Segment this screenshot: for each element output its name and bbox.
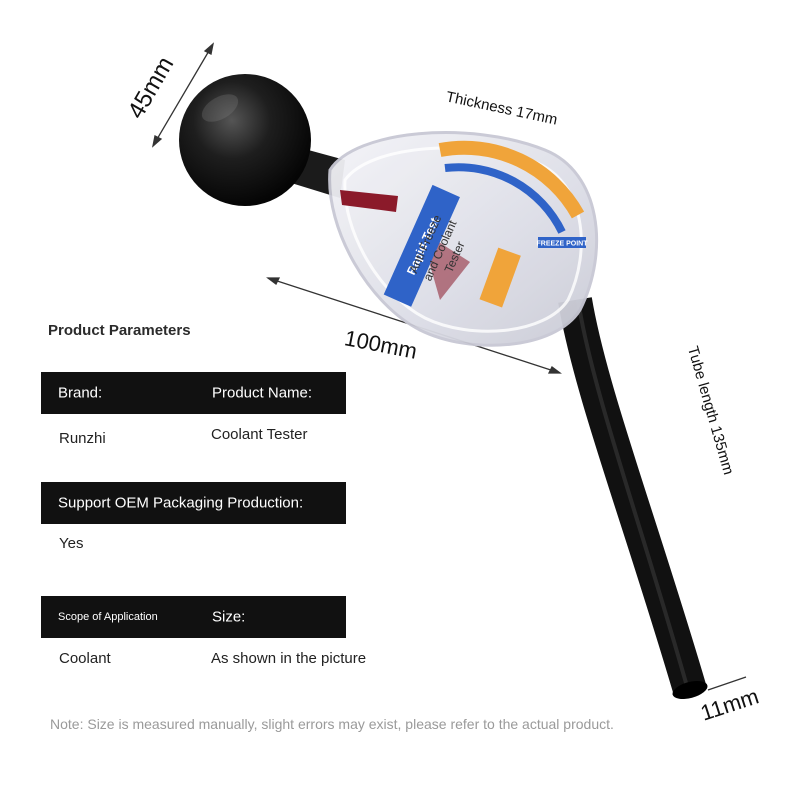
bulb-dimension-arrow [151, 42, 215, 148]
oem-label: Support OEM Packaging Production: [58, 494, 304, 512]
scale-orange-arc [438, 140, 585, 219]
freeze-point-tag [538, 237, 586, 248]
red-float [340, 190, 398, 212]
size-label: Size: [212, 608, 246, 626]
brand-label: Brand: [58, 384, 103, 402]
tube-end [672, 680, 708, 700]
orange-info-panel [479, 247, 521, 308]
params-title: Product Parameters [48, 322, 191, 339]
rubber-bulb [179, 74, 311, 206]
scope-size-header-bar: Scope of Application Size: [41, 596, 346, 638]
oem-header-bar: Support OEM Packaging Production: [41, 482, 346, 524]
blue-label [383, 184, 460, 307]
tube-dimension-arrow [707, 676, 747, 691]
scope-value: Coolant [59, 650, 111, 667]
product-name-value: Coolant Tester [211, 426, 308, 443]
product-name-label: Product Name: [212, 384, 313, 402]
oem-value: Yes [59, 535, 84, 552]
size-value: As shown in the picture [211, 650, 367, 667]
brand-name-header-bar: Brand: Product Name: [41, 372, 346, 414]
brand-value: Runzhi [59, 430, 106, 447]
tester-body: Rapid-Test Anti-Freeze and Coolant Teste… [328, 131, 598, 347]
scale-blue-arc [444, 163, 566, 234]
measurement-note: Note: Size is measured manually, slight … [50, 716, 614, 732]
freeze-point-label: FREEZE POINT [537, 241, 589, 248]
scope-label: Scope of Application [58, 611, 158, 623]
